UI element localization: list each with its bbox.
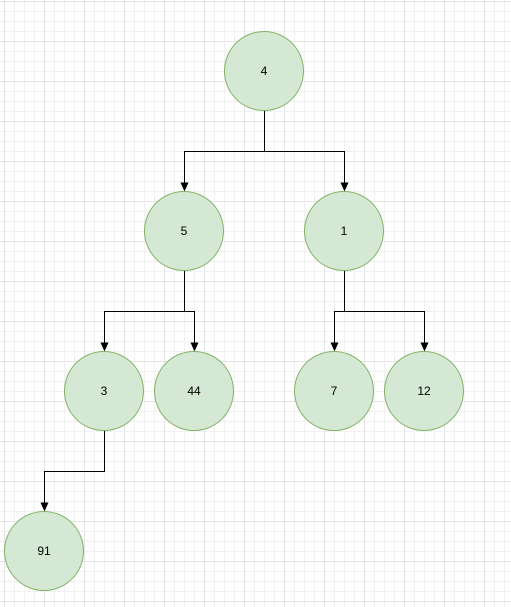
- arrowhead-icon: [100, 342, 109, 352]
- node-label: 5: [181, 224, 188, 238]
- edge-line: [104, 270, 185, 344]
- node-label: 12: [417, 384, 431, 398]
- node-circle: [154, 351, 234, 431]
- edge-n5-to-n3: [100, 270, 185, 352]
- arrowhead-icon: [340, 182, 349, 192]
- edge-line: [344, 270, 425, 344]
- node-label: 44: [187, 384, 201, 398]
- edge-line: [264, 110, 345, 184]
- tree-node-n1[interactable]: 1: [304, 191, 384, 271]
- tree-node-n44[interactable]: 44: [154, 351, 234, 431]
- arrowhead-icon: [180, 182, 189, 192]
- edge-n1-to-n7: [330, 270, 345, 352]
- node-circle: [384, 351, 464, 431]
- tree-node-n4[interactable]: 4: [224, 31, 304, 111]
- tree-node-n12[interactable]: 12: [384, 351, 464, 431]
- arrowhead-icon: [190, 342, 199, 352]
- node-label: 7: [331, 384, 338, 398]
- node-circle: [4, 511, 84, 591]
- node-circle: [304, 191, 384, 271]
- edge-line: [184, 270, 195, 344]
- edge-n1-to-n12: [344, 270, 429, 352]
- edge-n4-to-n5: [180, 110, 265, 192]
- node-circle: [64, 351, 144, 431]
- arrowhead-icon: [420, 342, 429, 352]
- arrowhead-icon: [40, 502, 49, 512]
- node-circle: [144, 191, 224, 271]
- edge-n4-to-n1: [264, 110, 349, 192]
- node-circle: [294, 351, 374, 431]
- edge-line: [334, 270, 345, 344]
- node-label: 3: [101, 384, 108, 398]
- arrowhead-icon: [330, 342, 339, 352]
- tree-node-n3[interactable]: 3: [64, 351, 144, 431]
- node-label: 4: [261, 64, 268, 78]
- node-label: 91: [37, 544, 51, 558]
- tree-node-n91[interactable]: 91: [4, 511, 84, 591]
- node-circle: [224, 31, 304, 111]
- edges-layer: [40, 110, 429, 512]
- edge-n3-to-n91: [40, 430, 105, 512]
- tree-node-n5[interactable]: 5: [144, 191, 224, 271]
- nodes-layer: 4 5 1 3 44 7 12 91: [4, 31, 464, 591]
- edge-line: [184, 110, 265, 184]
- node-label: 1: [341, 224, 348, 238]
- edge-line: [44, 430, 105, 504]
- edge-n5-to-n44: [184, 270, 199, 352]
- tree-node-n7[interactable]: 7: [294, 351, 374, 431]
